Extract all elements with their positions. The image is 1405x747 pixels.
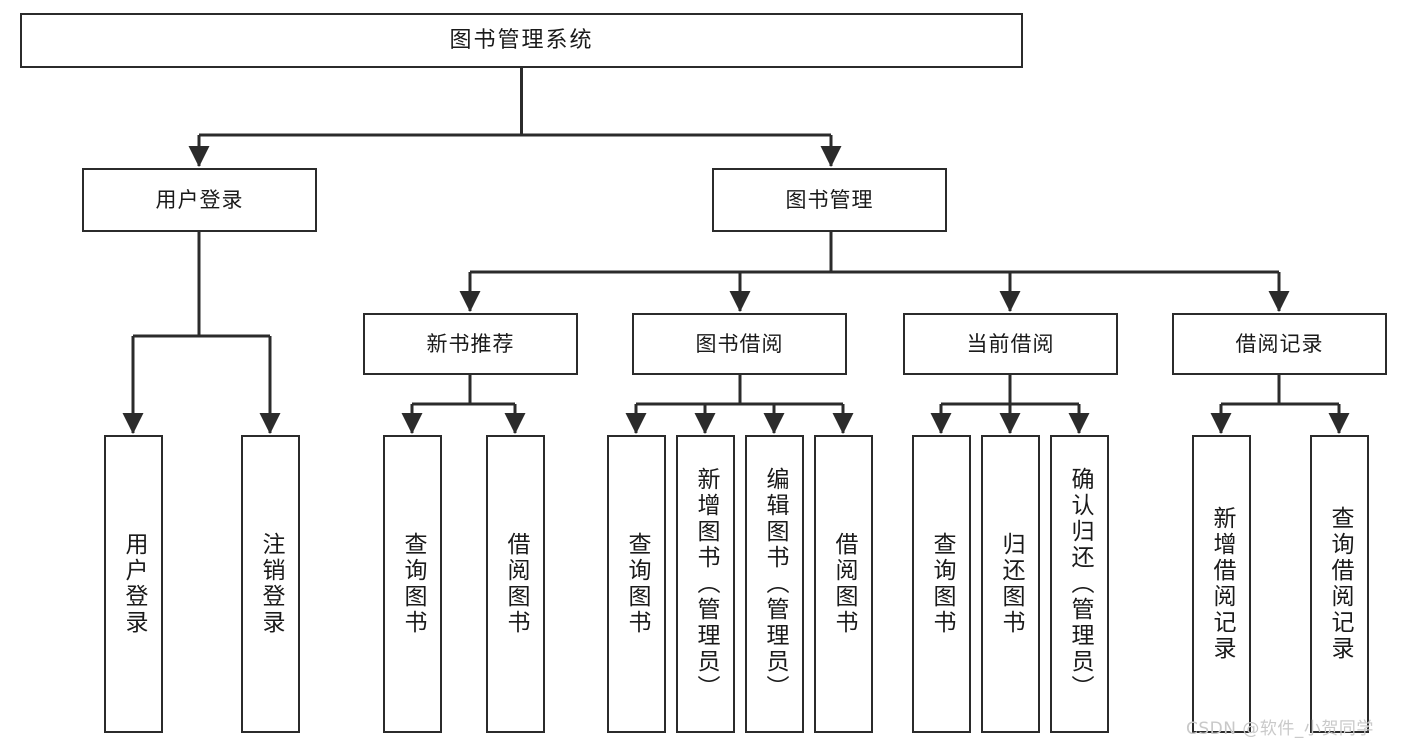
node-label: 图书管理系统 xyxy=(449,27,594,53)
node-label: 查询图书 xyxy=(400,532,426,636)
leaf-return-book[interactable]: 归还图书 xyxy=(981,435,1040,733)
node-book-management[interactable]: 图书管理 xyxy=(712,168,947,232)
node-label: 借阅图书 xyxy=(503,532,529,636)
node-label: 新增图书（管理员） xyxy=(693,467,719,701)
node-label: 确认归还（管理员） xyxy=(1067,467,1093,701)
leaf-query-book-borrow[interactable]: 查询图书 xyxy=(607,435,666,733)
node-label: 借阅图书 xyxy=(831,532,857,636)
node-label: 用户登录 xyxy=(155,187,244,212)
node-label: 图书管理 xyxy=(785,187,874,212)
leaf-confirm-return-admin[interactable]: 确认归还（管理员） xyxy=(1050,435,1109,733)
node-label: 归还图书 xyxy=(998,532,1024,636)
leaf-edit-book-admin[interactable]: 编辑图书（管理员） xyxy=(745,435,804,733)
leaf-user-login[interactable]: 用户登录 xyxy=(104,435,163,733)
leaf-query-book-new-recommend[interactable]: 查询图书 xyxy=(383,435,442,733)
node-current-borrow[interactable]: 当前借阅 xyxy=(903,313,1118,375)
node-book-borrow[interactable]: 图书借阅 xyxy=(632,313,847,375)
node-label: 图书借阅 xyxy=(695,331,784,356)
leaf-query-borrow-record[interactable]: 查询借阅记录 xyxy=(1310,435,1369,733)
leaf-query-book-current[interactable]: 查询图书 xyxy=(912,435,971,733)
node-label: 查询图书 xyxy=(929,532,955,636)
leaf-borrow-book[interactable]: 借阅图书 xyxy=(814,435,873,733)
node-label: 新增借阅记录 xyxy=(1209,506,1235,662)
node-borrow-record[interactable]: 借阅记录 xyxy=(1172,313,1387,375)
node-label: 当前借阅 xyxy=(966,331,1055,356)
leaf-add-book-admin[interactable]: 新增图书（管理员） xyxy=(676,435,735,733)
csdn-watermark: CSDN @软件_小贺同学 xyxy=(1186,719,1374,739)
node-label: 用户登录 xyxy=(121,532,147,636)
node-label: 注销登录 xyxy=(258,532,284,636)
node-label: 编辑图书（管理员） xyxy=(762,467,788,701)
node-label: 新书推荐 xyxy=(426,331,515,356)
leaf-borrow-book-new-recommend[interactable]: 借阅图书 xyxy=(486,435,545,733)
node-user-login[interactable]: 用户登录 xyxy=(82,168,317,232)
node-new-book-recommend[interactable]: 新书推荐 xyxy=(363,313,578,375)
node-label: 查询图书 xyxy=(624,532,650,636)
leaf-logout-login[interactable]: 注销登录 xyxy=(241,435,300,733)
leaf-add-borrow-record[interactable]: 新增借阅记录 xyxy=(1192,435,1251,733)
node-label: 借阅记录 xyxy=(1235,331,1324,356)
node-root-book-management-system[interactable]: 图书管理系统 xyxy=(20,13,1023,68)
node-label: 查询借阅记录 xyxy=(1327,506,1353,662)
